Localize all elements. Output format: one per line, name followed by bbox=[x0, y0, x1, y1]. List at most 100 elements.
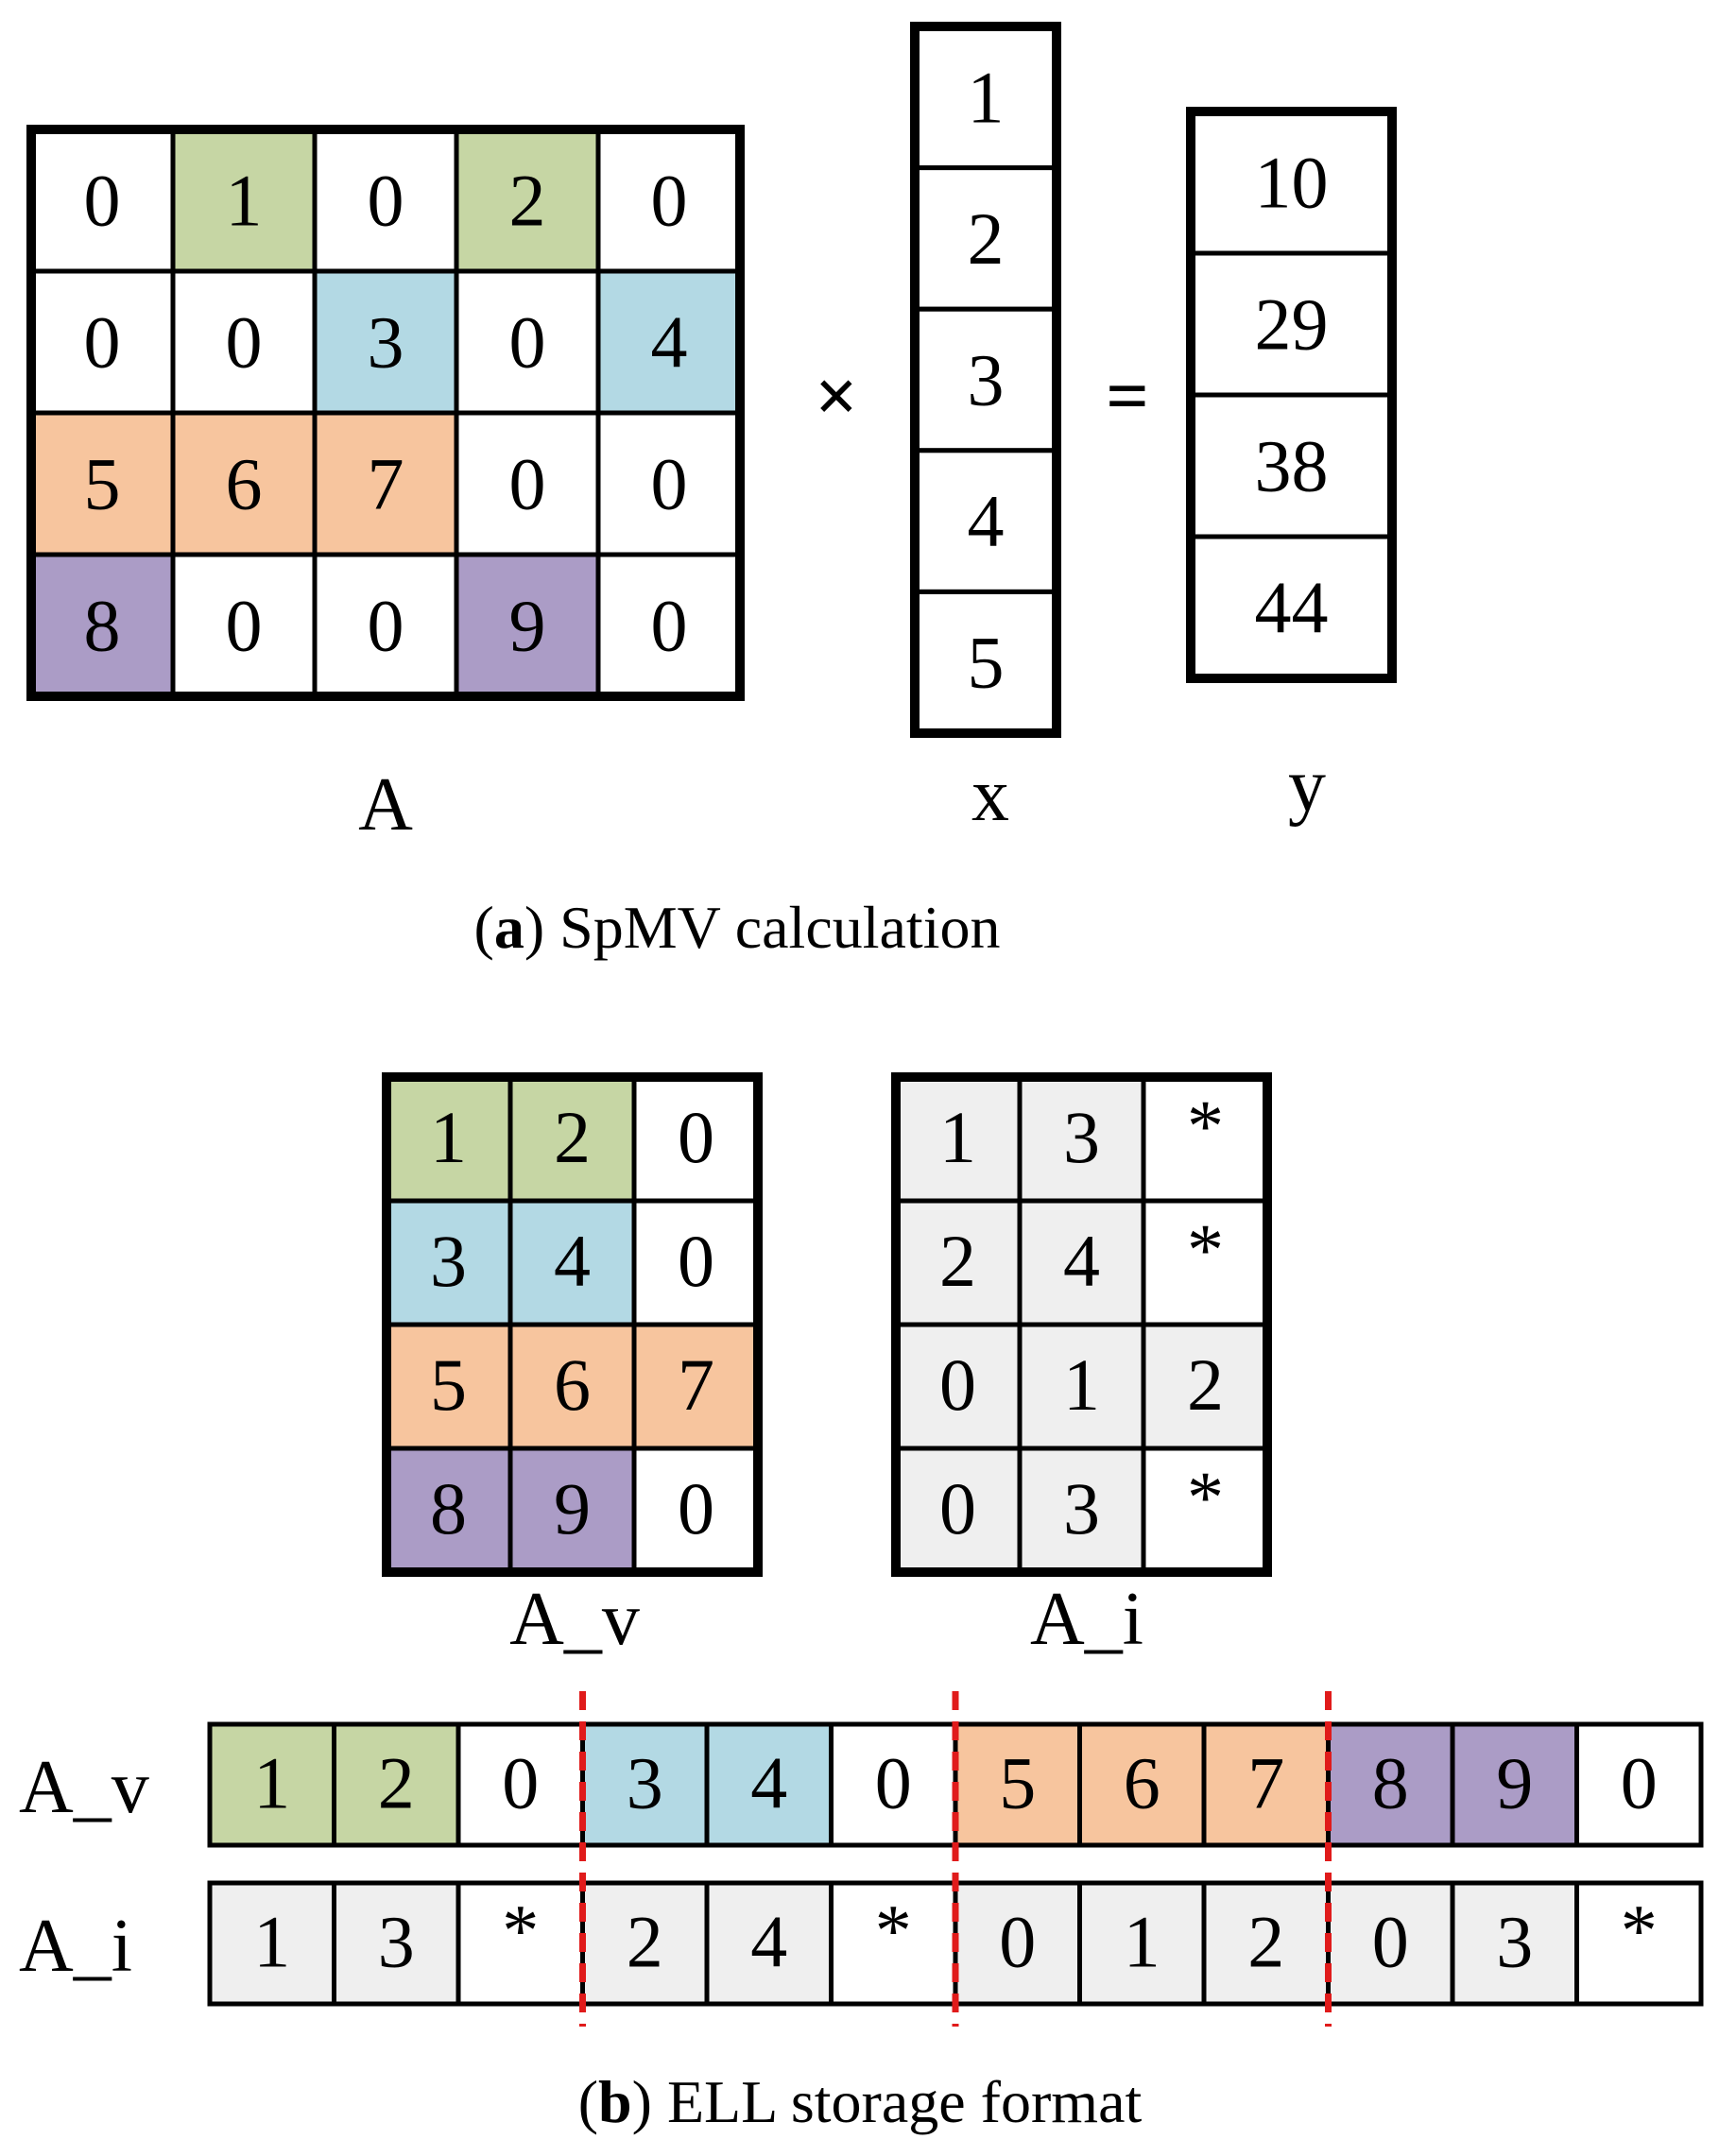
matrix-ai-value: 3 bbox=[1063, 1467, 1100, 1549]
array-ai-value: 2 bbox=[627, 1900, 663, 1982]
vector-x-value: 4 bbox=[968, 480, 1005, 562]
matrix-a-cell bbox=[454, 552, 601, 699]
vector-x-label: x bbox=[971, 754, 1009, 837]
caption-b-text: ELL storage format bbox=[667, 2068, 1143, 2135]
matrix-ai-value: 0 bbox=[939, 1467, 976, 1549]
vector-x-border bbox=[910, 22, 1061, 738]
matrix-ai-value: * bbox=[1187, 1085, 1224, 1167]
matrix-av-value: 2 bbox=[554, 1096, 591, 1178]
array-ai-value: 3 bbox=[1496, 1900, 1533, 1982]
matrix-a-value: 0 bbox=[84, 301, 121, 384]
matrix-a-value: 8 bbox=[84, 585, 121, 667]
matrix-ai-cell bbox=[1017, 1446, 1146, 1575]
vector-y-value: 10 bbox=[1255, 142, 1329, 224]
array-ai-label: A_i bbox=[19, 1905, 132, 1988]
matrix-av-cell bbox=[507, 1322, 637, 1451]
matrix-ai-value: 1 bbox=[1063, 1343, 1100, 1426]
vector-x-value: 5 bbox=[968, 622, 1005, 704]
array-av-value: 3 bbox=[627, 1741, 663, 1823]
equals-operator: = bbox=[1106, 355, 1149, 438]
matrix-a-value: 0 bbox=[368, 585, 404, 667]
matrix-av-value: 5 bbox=[430, 1343, 467, 1426]
caption-a: (a) SpMV calculation bbox=[474, 894, 1001, 961]
vector-x-cell bbox=[912, 306, 1059, 453]
matrix-a-label: A bbox=[358, 763, 413, 847]
array-av-label: A_v bbox=[19, 1746, 149, 1829]
matrix-ai-cell bbox=[1141, 1322, 1270, 1451]
matrix-a-cell bbox=[170, 410, 318, 557]
array-av-value: 6 bbox=[1124, 1741, 1160, 1823]
vector-x-grid: 1 2 3 4 5 bbox=[910, 22, 1061, 738]
vector-x-value: 2 bbox=[968, 197, 1005, 280]
matrix-av-cell bbox=[631, 1198, 761, 1327]
matrix-av-value: 0 bbox=[678, 1096, 714, 1178]
array-ai-value: 1 bbox=[253, 1900, 290, 1982]
caption-b-tag: b bbox=[598, 2068, 632, 2135]
matrix-a-value: 3 bbox=[368, 301, 404, 384]
matrix-a-value: 0 bbox=[226, 585, 263, 667]
matrix-av-value: 1 bbox=[430, 1096, 467, 1178]
row-separators bbox=[579, 1691, 1332, 2027]
array-av-value: 0 bbox=[1621, 1741, 1658, 1823]
array-av-value: 0 bbox=[875, 1741, 912, 1823]
times-operator: × bbox=[815, 355, 858, 438]
matrix-a-border bbox=[26, 125, 745, 701]
caption-b: (b) ELL storage format bbox=[578, 2068, 1143, 2135]
vector-x-value: 1 bbox=[968, 56, 1005, 138]
matrix-ai-value: * bbox=[1187, 1456, 1224, 1538]
array-ai-value: * bbox=[1621, 1889, 1658, 1971]
matrix-a-cell bbox=[454, 410, 601, 557]
matrix-av-value: 4 bbox=[554, 1220, 591, 1302]
vector-x-value: 3 bbox=[968, 339, 1005, 421]
array-ai-value: * bbox=[875, 1889, 912, 1971]
matrix-a-value: 0 bbox=[368, 160, 404, 242]
array-av-cell bbox=[207, 1721, 336, 1848]
array-av-value: 0 bbox=[502, 1741, 539, 1823]
matrix-ai-value: 2 bbox=[939, 1220, 976, 1302]
matrix-ai-value: 4 bbox=[1063, 1220, 1100, 1302]
array-ai-value: 0 bbox=[999, 1900, 1036, 1982]
array-av-value: 1 bbox=[253, 1741, 290, 1823]
matrix-av-value: 8 bbox=[430, 1467, 467, 1549]
matrix-a-value: 0 bbox=[509, 443, 546, 525]
matrix-ai-value: 2 bbox=[1187, 1343, 1224, 1426]
matrix-av-border bbox=[382, 1072, 763, 1577]
array-ai-value: 4 bbox=[750, 1900, 787, 1982]
caption-a-text: SpMV calculation bbox=[559, 894, 1000, 961]
array-av-cell bbox=[580, 1721, 710, 1848]
matrix-a-cell bbox=[595, 268, 743, 416]
vector-y-cell bbox=[1188, 534, 1395, 681]
matrix-av-cell bbox=[631, 1446, 761, 1575]
matrix-av-value: 3 bbox=[430, 1220, 467, 1302]
matrix-av-label: A_v bbox=[509, 1578, 640, 1661]
vector-y-value: 44 bbox=[1255, 567, 1329, 649]
matrix-a-value: 6 bbox=[226, 443, 263, 525]
matrix-a-value: 0 bbox=[651, 585, 688, 667]
matrix-ai-cell bbox=[1141, 1198, 1270, 1327]
matrix-av-value: 9 bbox=[554, 1467, 591, 1549]
matrix-a-value: 0 bbox=[651, 160, 688, 242]
array-av-cell bbox=[456, 1721, 585, 1848]
matrix-ai-border bbox=[891, 1072, 1272, 1577]
array-av-value: 2 bbox=[378, 1741, 415, 1823]
matrix-av-value: 6 bbox=[554, 1343, 591, 1426]
matrix-a-value: 0 bbox=[651, 443, 688, 525]
matrix-av-value: 0 bbox=[678, 1467, 714, 1549]
array-ai-value: * bbox=[502, 1889, 539, 1971]
matrix-a-value: 7 bbox=[368, 443, 404, 525]
array-ai-value: 3 bbox=[378, 1900, 415, 1982]
matrix-a-value: 1 bbox=[226, 160, 263, 242]
matrix-ai-label: A_i bbox=[1030, 1578, 1143, 1661]
array-av-cell bbox=[1574, 1721, 1704, 1848]
matrix-ai-value: 3 bbox=[1063, 1096, 1100, 1178]
caption-a-tag: a bbox=[494, 894, 524, 961]
matrix-ai-value: 0 bbox=[939, 1343, 976, 1426]
matrix-a-value: 0 bbox=[84, 160, 121, 242]
array-av-value: 5 bbox=[999, 1741, 1036, 1823]
matrix-a-value: 0 bbox=[226, 301, 263, 384]
array-ai-cell bbox=[456, 1880, 585, 2007]
